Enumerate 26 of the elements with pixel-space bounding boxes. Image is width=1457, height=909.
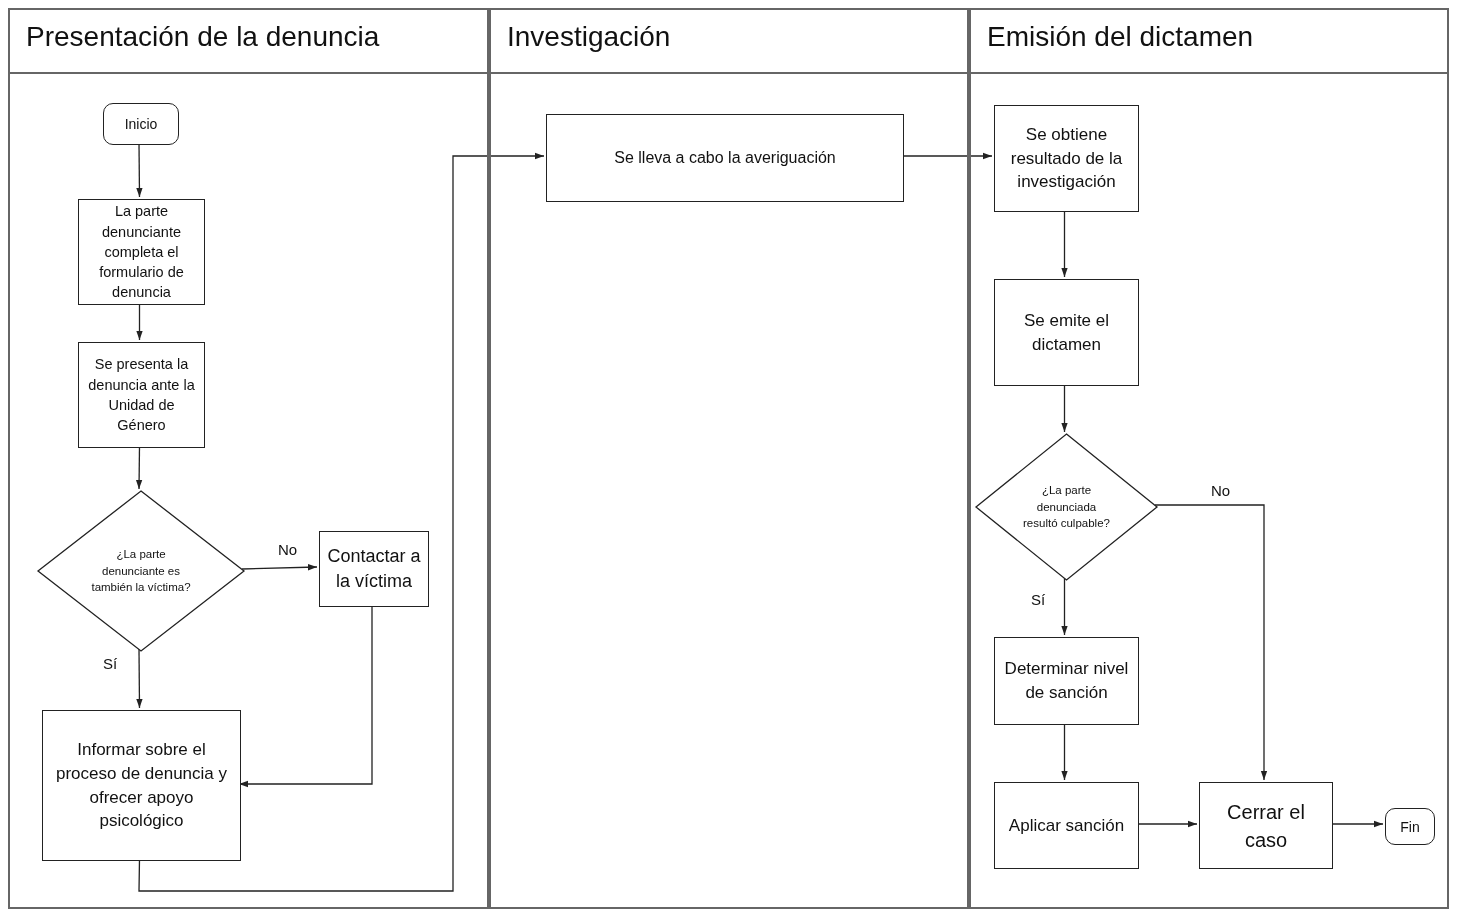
decision-diamond: ¿La parte denunciada resultó culpable? xyxy=(976,434,1157,580)
swimlane xyxy=(489,8,969,909)
process-box: La parte denunciante completa el formulario de denuncia xyxy=(78,199,205,305)
process-box: Informar sobre el proceso de denuncia y ofrecer apoyo psicológico xyxy=(42,710,241,861)
edge-label: Sí xyxy=(101,655,120,672)
arrow xyxy=(1061,577,1068,636)
process-box: Aplicar sanción xyxy=(994,782,1139,869)
swimlane xyxy=(8,8,489,909)
process-box: Cerrar el caso xyxy=(1199,782,1333,869)
process-box: Se emite el dictamen xyxy=(994,279,1139,386)
process-box: Se presenta la denuncia ante la Unidad de Género xyxy=(78,342,205,448)
process-box: Se obtiene resultado de la investigación xyxy=(994,105,1139,212)
edge-label: Sí xyxy=(1029,591,1048,608)
lane-title: Investigación xyxy=(491,10,967,74)
arrow xyxy=(136,648,143,709)
swimlane xyxy=(969,8,1449,909)
terminal-box: Inicio xyxy=(103,103,179,145)
terminal-box: Fin xyxy=(1385,808,1435,845)
process-box: Se lleva a cabo la averiguación xyxy=(546,114,904,202)
process-box: Determinar nivel de sanción xyxy=(994,637,1139,725)
decision-diamond: ¿La parte denunciante es también la víctima? xyxy=(38,491,244,651)
arrow xyxy=(241,564,318,571)
lane-title: Emisión del dictamen xyxy=(971,10,1447,74)
process-box: Contactar a la víctima xyxy=(319,531,429,607)
lane-title: Presentación de la denuncia xyxy=(10,10,487,74)
arrow xyxy=(138,152,545,892)
